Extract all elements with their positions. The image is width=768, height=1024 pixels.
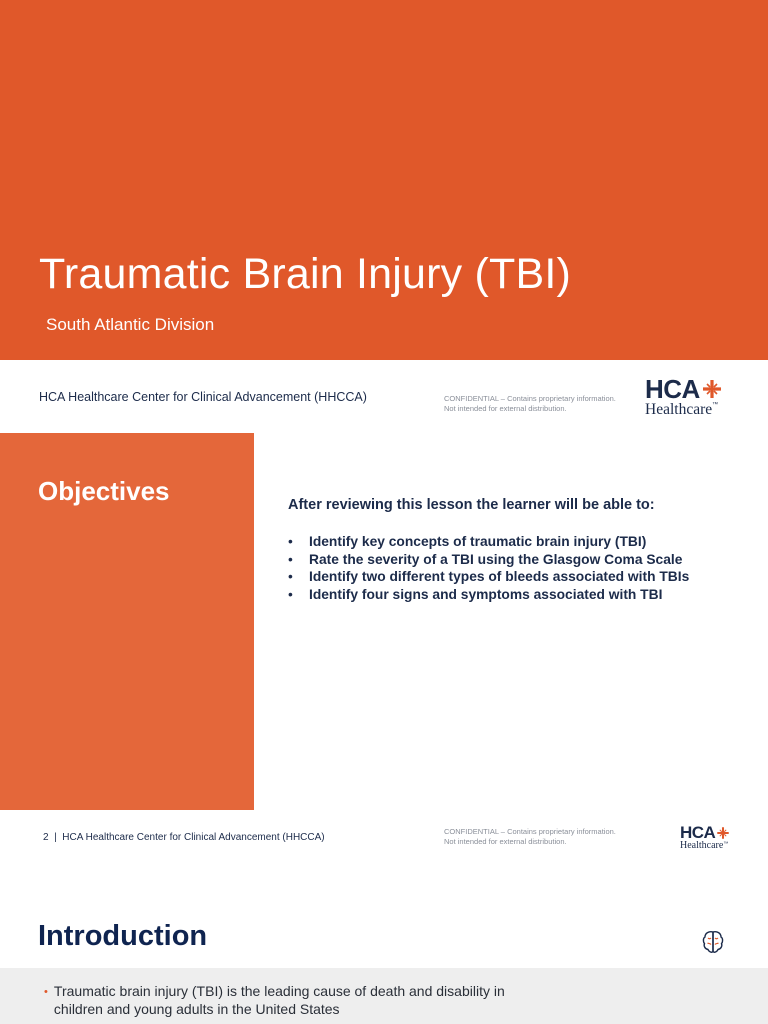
logo-cross-icon [717, 826, 730, 839]
brain-icon [702, 931, 724, 953]
slide1-footer: HCA Healthcare Center for Clinical Advan… [0, 360, 768, 432]
page-number: 2 [43, 832, 49, 843]
confidential-line-2: Not intended for external distribution. [444, 837, 567, 846]
logo-trademark: ™ [712, 402, 719, 408]
bullet: • [288, 586, 293, 602]
confidential-line-1: CONFIDENTIAL – Contains proprietary info… [444, 394, 616, 403]
objectives-lead: After reviewing this lesson the learner … [288, 497, 655, 513]
footer-org-name: HCA Healthcare Center for Clinical Advan… [39, 390, 367, 404]
objective-text: Identify two different types of bleeds a… [309, 569, 690, 584]
objectives-panel [0, 433, 254, 810]
confidential-line-2: Not intended for external distribution. [444, 404, 567, 413]
confidential-notice: CONFIDENTIAL – Contains proprietary info… [444, 827, 616, 847]
objective-item: • Identify key concepts of traumatic brai… [288, 533, 689, 551]
title-banner [0, 0, 768, 360]
objective-item: • Identify two different types of bleeds … [288, 568, 689, 586]
footer-separator: | [54, 832, 57, 843]
objectives-title: Objectives [38, 476, 170, 506]
logo-healthcare-text: Healthcare [680, 840, 724, 851]
logo-hca-text: HCA [680, 823, 716, 842]
logo-trademark: ™ [723, 841, 729, 847]
slide2-footer: 2 | HCA Healthcare Center for Clinical A… [0, 810, 768, 882]
logo-healthcare-text: Healthcare [645, 401, 713, 418]
confidential-line-1: CONFIDENTIAL – Contains proprietary info… [444, 827, 616, 836]
objective-text: Rate the severity of a TBI using the Gla… [309, 551, 683, 567]
confidential-notice: CONFIDENTIAL – Contains proprietary info… [444, 394, 616, 414]
bullet: • [288, 534, 293, 549]
introduction-text: Traumatic brain injury (TBI) is the lead… [53, 983, 505, 1017]
introduction-title: Introduction [38, 920, 208, 952]
logo-cross-icon [702, 380, 721, 398]
slide2-footer-text: 2 | HCA Healthcare Center for Clinical A… [43, 832, 325, 843]
introduction-bullet: • Traumatic brain injury (TBI) is the le… [44, 982, 544, 1018]
hca-healthcare-logo: HCA Healthcare ™ [645, 376, 723, 418]
objectives-list: • Identify key concepts of traumatic brai… [288, 533, 689, 603]
introduction-content-band [0, 968, 768, 1024]
objective-text: Identify four signs and symptoms associa… [309, 586, 663, 602]
bullet: • [288, 569, 293, 584]
logo-hca-text: HCA [645, 374, 700, 404]
objective-item: • Identify four signs and symptoms associ… [288, 586, 689, 604]
footer-org-name: HCA Healthcare Center for Clinical Advan… [62, 832, 325, 843]
hca-healthcare-logo: HCA Healthcare ™ [680, 824, 730, 851]
bullet: • [44, 986, 48, 998]
slide-subtitle: South Atlantic Division [46, 315, 215, 334]
objective-item: • Rate the severity of a TBI using the Gl… [288, 551, 689, 569]
bullet: • [288, 551, 293, 567]
slide-title: Traumatic Brain Injury (TBI) [39, 250, 572, 298]
objective-text: Identify key concepts of traumatic brain… [309, 534, 647, 549]
